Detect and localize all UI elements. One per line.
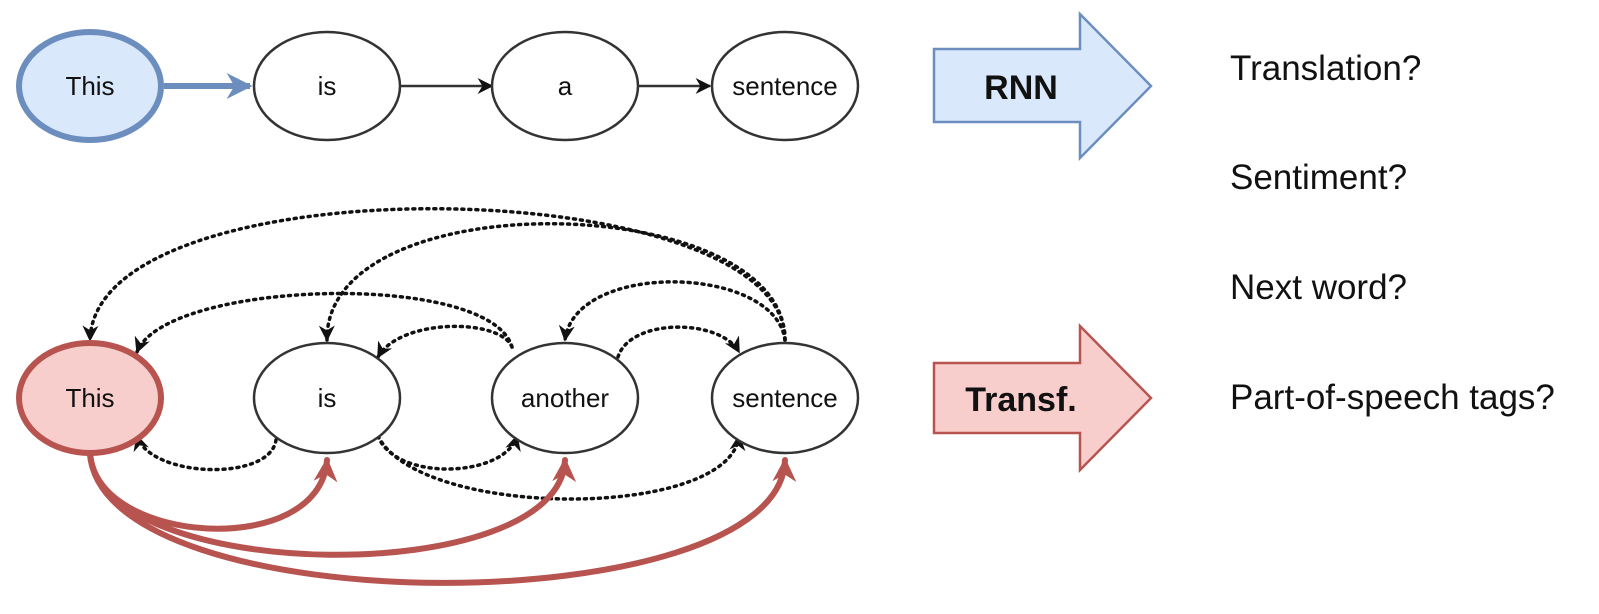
red-this-to-another [87, 450, 577, 558]
attn-another-to-is [376, 324, 514, 359]
rnn-word-1: is [318, 71, 337, 101]
task-translation: Translation? [1230, 49, 1422, 88]
attn-another-to-this [134, 291, 514, 354]
transformer-sequence: This is another sentence [16, 340, 860, 456]
transf-word-2: another [521, 383, 610, 413]
rnn-node-this [16, 29, 164, 143]
rnn-block-arrow: RNN [932, 10, 1153, 162]
task-next-word: Next word? [1230, 268, 1408, 307]
transf-node-sentence [710, 341, 860, 455]
transformer-arrow-shape [932, 322, 1153, 474]
rnn-word-2: a [558, 71, 573, 101]
attn-sentence-to-another [558, 280, 787, 342]
red-this-to-sentence [87, 450, 797, 586]
rnn-node-a [490, 30, 640, 142]
rnn-node-is [252, 30, 402, 142]
attn-is-to-sentence [376, 434, 746, 501]
task-sentiment: Sentiment? [1230, 158, 1408, 197]
transf-node-this [16, 340, 164, 456]
attention-edges [82, 207, 787, 501]
transf-word-1: is [318, 383, 337, 413]
attn-sentence-to-is [318, 222, 787, 342]
transf-node-another [490, 341, 640, 455]
rnn-word-3: sentence [732, 71, 838, 101]
attn-is-to-this [133, 434, 278, 472]
rnn-label: RNN [984, 69, 1058, 107]
rnn-sequence: This is a sentence [16, 29, 860, 143]
rnn-arrow-shape [932, 10, 1153, 162]
rnn-node-sentence [710, 30, 860, 142]
red-this-to-is [87, 450, 338, 532]
attn-another-to-sentence [616, 325, 741, 359]
rnn-word-0: This [65, 71, 114, 101]
transformer-label: Transf. [965, 381, 1076, 419]
transf-word-3: sentence [732, 383, 838, 413]
red-edges [87, 450, 797, 586]
transf-word-0: This [65, 383, 114, 413]
attn-sentence-to-this [82, 207, 787, 342]
transformer-block-arrow: Transf. [932, 322, 1153, 474]
task-pos-tags: Part-of-speech tags? [1230, 378, 1555, 417]
transf-node-is [252, 341, 402, 455]
attn-is-to-another [376, 434, 521, 471]
